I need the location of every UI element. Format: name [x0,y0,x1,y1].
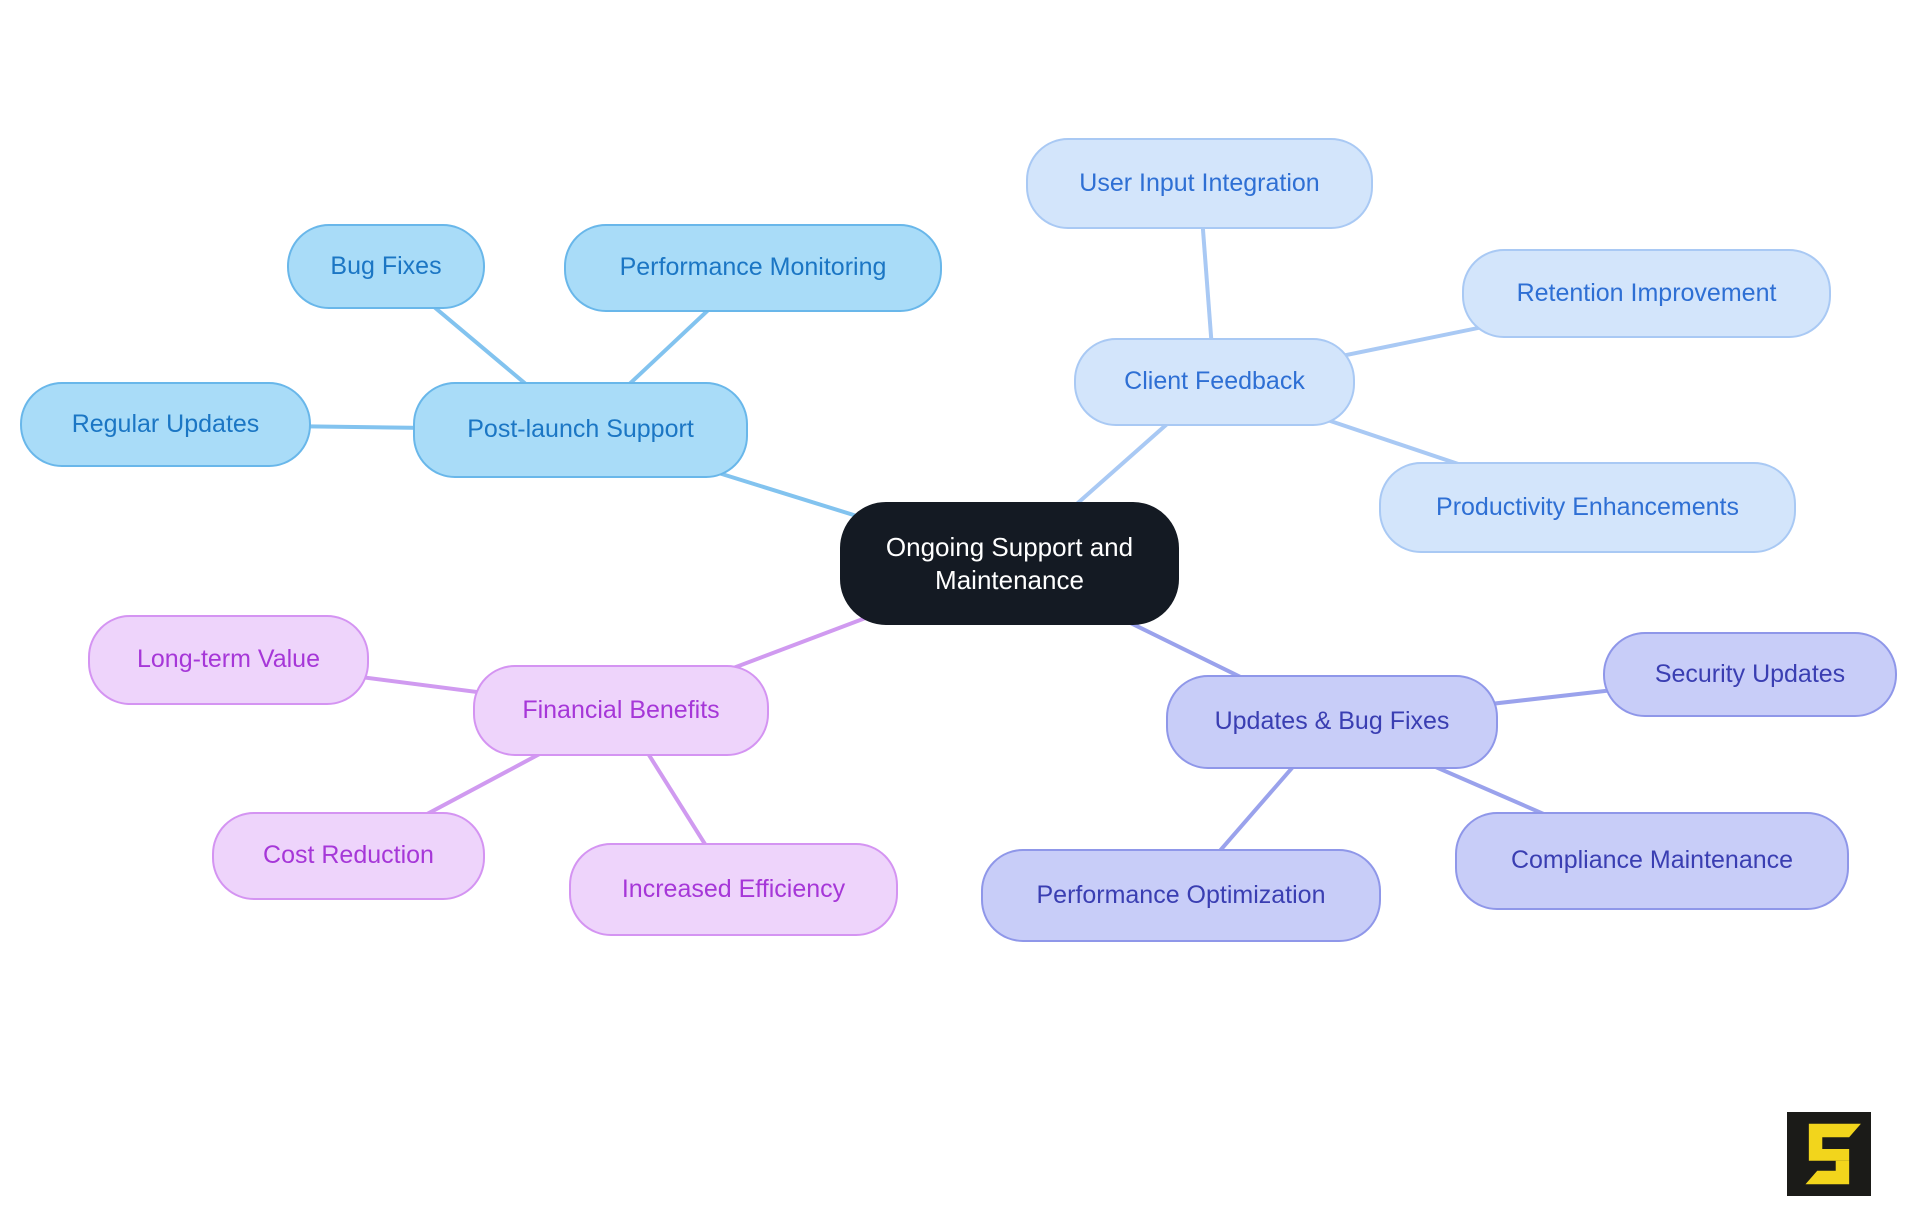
node-label-cost-reduction: Cost Reduction [263,841,434,870]
brand-s-glyph-top [1808,1123,1861,1161]
node-productivity-enhancements[interactable]: Productivity Enhancements [1379,462,1796,553]
node-user-input-integration[interactable]: User Input Integration [1026,138,1373,229]
node-bug-fixes[interactable]: Bug Fixes [287,224,485,309]
node-increased-efficiency[interactable]: Increased Efficiency [569,843,898,936]
node-cost-reduction[interactable]: Cost Reduction [212,812,485,900]
node-label-security-updates: Security Updates [1654,659,1846,688]
node-post-launch-support[interactable]: Post-launch Support [413,382,748,478]
node-label-bug-fixes: Bug Fixes [330,251,442,280]
node-security-updates[interactable]: Security Updates [1603,632,1897,717]
node-central[interactable]: Ongoing Support and Maintenance [840,502,1179,625]
node-label-compliance-maintenance: Compliance Maintenance [1510,846,1794,875]
node-label-post-launch-support: Post-launch Support [467,415,694,444]
node-label-central: Ongoing Support and Maintenance [885,532,1134,595]
node-label-performance-optimization: Performance Optimization [1036,880,1326,909]
brand-s-glyph-bottom [1805,1160,1850,1185]
node-label-client-feedback: Client Feedback [1124,367,1305,396]
node-client-feedback[interactable]: Client Feedback [1074,338,1355,426]
node-retention-improvement[interactable]: Retention Improvement [1462,249,1831,338]
node-label-long-term-value: Long-term Value [137,645,320,674]
brand-logo [1787,1112,1871,1196]
node-regular-updates[interactable]: Regular Updates [20,382,311,467]
node-label-updates-bug-fixes: Updates & Bug Fixes [1214,707,1450,736]
node-label-user-input-integration: User Input Integration [1079,168,1320,197]
node-label-productivity-enhancements: Productivity Enhancements [1436,492,1739,521]
node-long-term-value[interactable]: Long-term Value [88,615,369,705]
node-label-financial-benefits: Financial Benefits [522,695,720,724]
node-financial-benefits[interactable]: Financial Benefits [473,665,769,756]
node-performance-optimization[interactable]: Performance Optimization [981,849,1381,942]
node-compliance-maintenance[interactable]: Compliance Maintenance [1455,812,1849,910]
node-label-increased-efficiency: Increased Efficiency [621,874,846,903]
node-label-retention-improvement: Retention Improvement [1516,278,1777,307]
node-label-performance-monitoring: Performance Monitoring [619,253,887,282]
node-label-regular-updates: Regular Updates [71,409,260,438]
node-updates-bug-fixes[interactable]: Updates & Bug Fixes [1166,675,1498,769]
node-performance-monitoring[interactable]: Performance Monitoring [564,224,942,312]
